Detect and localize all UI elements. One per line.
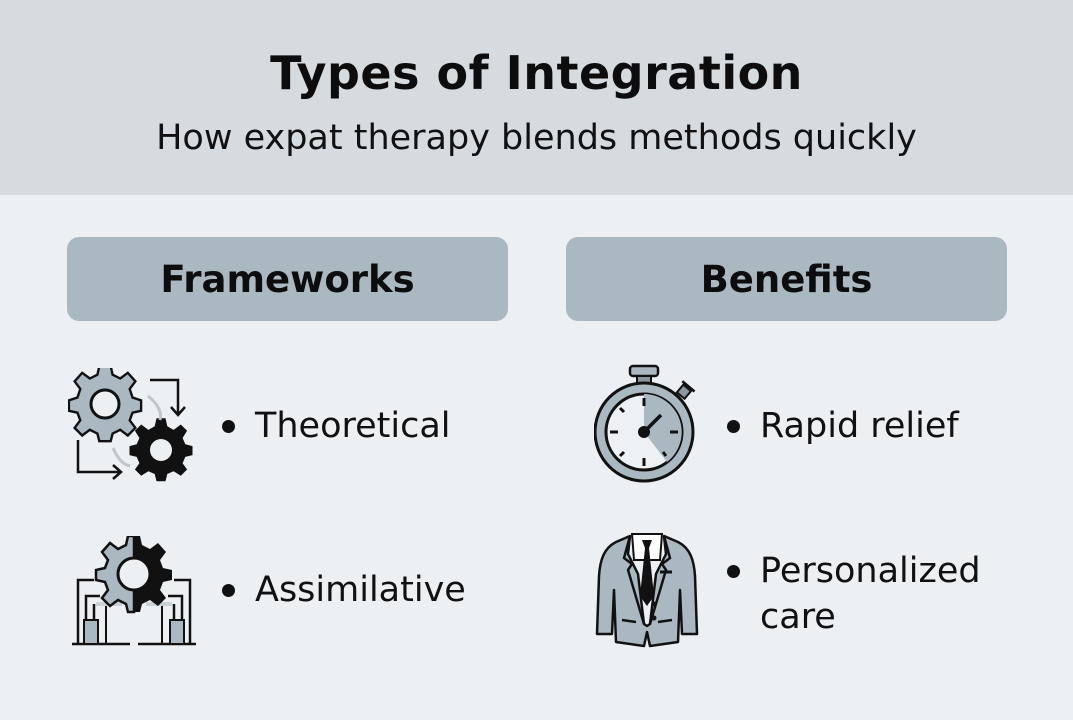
header-band: Types of Integration How expat therapy b…: [0, 0, 1073, 195]
bullet-icon: [727, 565, 740, 578]
list-item: Theoretical: [222, 403, 451, 449]
bullet-icon: [222, 420, 235, 433]
benefits-heading-label: Benefits: [700, 257, 873, 301]
list-item: Personalized care: [727, 548, 981, 640]
item-label-care: care: [760, 597, 836, 637]
item-label-rapid-relief: Rapid relief: [760, 406, 959, 446]
page-title: Types of Integration: [270, 46, 803, 100]
frameworks-heading: Frameworks: [67, 237, 508, 321]
item-label-theoretical: Theoretical: [255, 406, 451, 446]
bullet-icon: [727, 420, 740, 433]
bullet-icon: [222, 584, 235, 597]
page-subtitle: How expat therapy blends methods quickly: [156, 118, 917, 158]
list-item: Assimilative: [222, 567, 466, 613]
gear-structure-icon: [70, 534, 200, 652]
frameworks-heading-label: Frameworks: [160, 257, 415, 301]
benefits-heading: Benefits: [566, 237, 1007, 321]
list-item: Rapid relief: [727, 403, 959, 449]
suit-jacket-icon: [594, 530, 700, 654]
item-label-personalized: Personalized: [760, 551, 981, 591]
stopwatch-icon: [593, 364, 698, 490]
item-label-assimilative: Assimilative: [255, 570, 466, 610]
gears-cycle-icon: [67, 364, 198, 490]
